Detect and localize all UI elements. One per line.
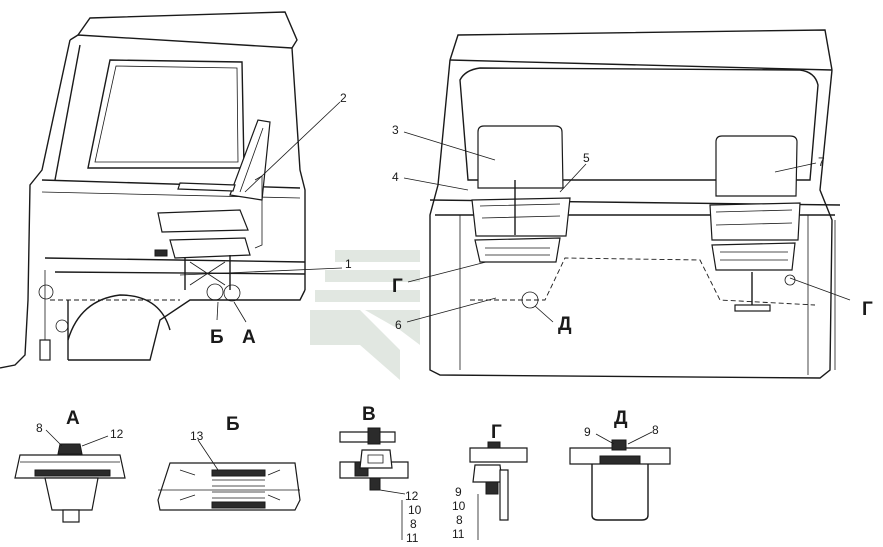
callout-4: 4 (392, 170, 399, 184)
cab-rear-view (429, 29, 841, 379)
detail-v-callout-10: 10 (408, 503, 422, 517)
detail-v-callout-8: 8 (410, 517, 417, 531)
view-letter-d-main: Д (558, 314, 572, 335)
detail-g-callout-10: 10 (452, 499, 466, 513)
callout-5: 5 (583, 151, 590, 165)
right-leaders (403, 131, 851, 323)
detail-g-callout-9: 9 (455, 485, 462, 499)
cab-side-view (0, 11, 306, 369)
detail-title-v: В (362, 404, 376, 425)
detail-title-b: Б (226, 414, 240, 435)
detail-title-d: Д (614, 408, 628, 429)
callout-labels: 2 1 3 4 5 6 7 8 12 13 12 10 8 11 9 10 8 … (36, 91, 825, 545)
view-letter-g-left: Г (392, 276, 403, 297)
callout-1: 1 (345, 257, 352, 271)
callout-7: 7 (818, 155, 825, 169)
view-letter-b-main: Б (210, 327, 224, 348)
detail-g (469, 441, 528, 540)
left-leaders (179, 101, 343, 323)
detail-g-callout-8: 8 (456, 513, 463, 527)
detail-title-g: Г (491, 422, 502, 443)
detail-d-callout-9: 9 (584, 425, 591, 439)
detail-a (14, 429, 126, 523)
view-letter-a-main: А (242, 327, 256, 348)
detail-d (569, 431, 671, 521)
detail-g-callout-11: 11 (452, 527, 465, 541)
detail-v-callout-11: 11 (406, 531, 419, 545)
detail-b-callout-13: 13 (190, 429, 204, 443)
view-letter-g-right: Г (862, 299, 873, 320)
callout-6: 6 (395, 318, 402, 332)
detail-a-callout-12: 12 (110, 427, 124, 441)
detail-title-a: А (66, 408, 80, 429)
callout-3: 3 (392, 123, 399, 137)
callout-2: 2 (340, 91, 347, 105)
detail-b (157, 439, 301, 511)
detail-v-callout-12: 12 (405, 489, 419, 503)
detail-d-callout-8: 8 (652, 423, 659, 437)
detail-a-callout-8: 8 (36, 421, 43, 435)
detail-v (339, 427, 409, 540)
watermark-logo (310, 250, 420, 380)
view-letters: Б А Г Д Г А Б В Г Д (66, 276, 873, 443)
